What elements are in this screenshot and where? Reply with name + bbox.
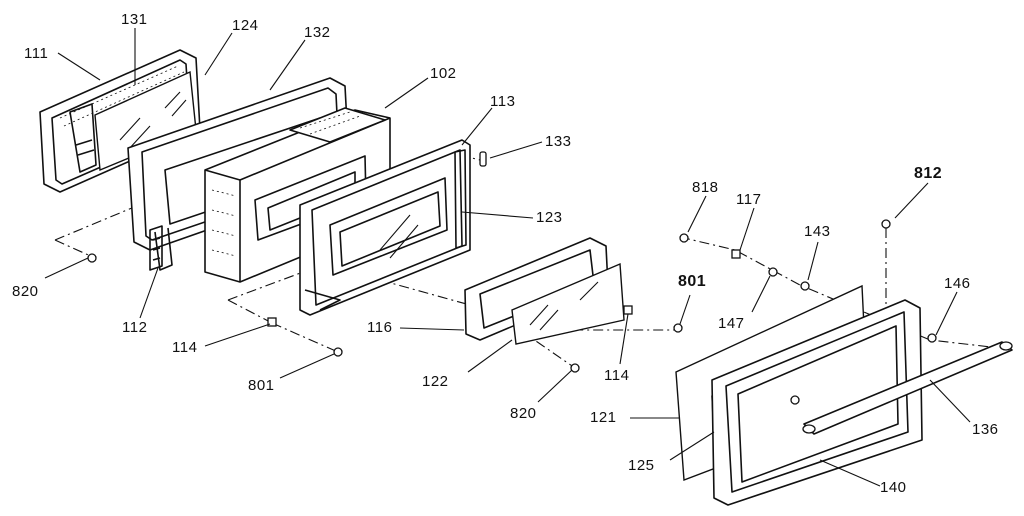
- label-114-left: 114: [172, 339, 198, 356]
- label-114-right: 114: [604, 367, 630, 384]
- label-146: 146: [944, 275, 971, 292]
- label-820-center: 820: [510, 405, 537, 422]
- label-116: 116: [367, 319, 393, 336]
- part-136-handle: [802, 341, 1013, 435]
- label-102: 102: [430, 65, 457, 82]
- label-143: 143: [804, 223, 831, 240]
- part-112-hinge: [149, 225, 163, 271]
- label-818: 818: [692, 179, 719, 196]
- label-111: 111: [24, 45, 49, 62]
- part-124-frame: [69, 103, 97, 173]
- label-112: 112: [122, 319, 148, 336]
- label-132: 132: [304, 24, 331, 41]
- part-113-inner-panel: [299, 139, 471, 316]
- label-820-left: 820: [12, 283, 39, 300]
- label-125: 125: [628, 457, 655, 474]
- label-113: 113: [490, 93, 516, 110]
- label-801-right: 801: [678, 273, 707, 290]
- label-121: 121: [590, 409, 617, 426]
- label-131: 131: [121, 11, 148, 28]
- label-147: 147: [718, 315, 745, 332]
- label-140: 140: [880, 479, 907, 496]
- part-133-clip: [479, 151, 487, 167]
- label-136: 136: [972, 421, 999, 438]
- label-122: 122: [422, 373, 449, 390]
- label-117: 117: [736, 191, 762, 208]
- label-123: 123: [536, 209, 563, 226]
- label-812: 812: [914, 165, 943, 182]
- leader-lines: [44, 28, 971, 487]
- part-122-glass: [511, 262, 625, 345]
- label-801-left: 801: [248, 377, 275, 394]
- part-140-door-frame: [711, 299, 923, 506]
- label-133: 133: [545, 133, 572, 150]
- label-124: 124: [232, 17, 259, 34]
